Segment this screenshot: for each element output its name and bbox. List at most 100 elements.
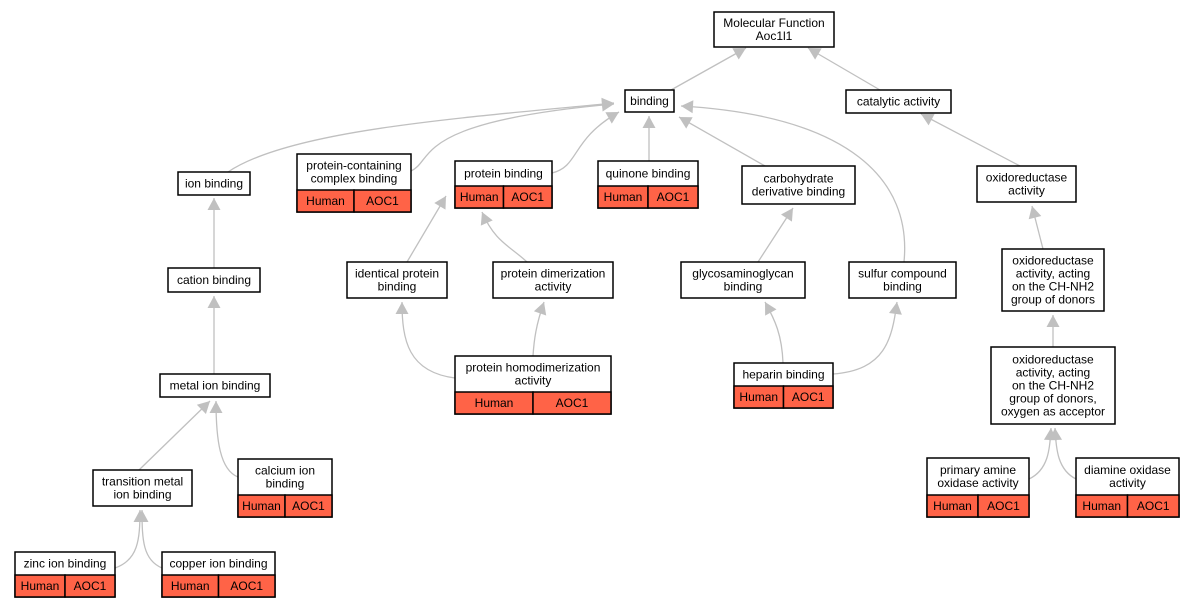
species-label: Human bbox=[460, 190, 499, 204]
term-label-line: complex binding bbox=[311, 172, 398, 186]
term-label-line: binding bbox=[630, 94, 669, 108]
term-box bbox=[492, 261, 614, 299]
term-box bbox=[1001, 248, 1105, 312]
go-term-ion[interactable]: ion binding bbox=[177, 171, 251, 196]
arrowhead-icon bbox=[1046, 315, 1060, 327]
go-term-metal[interactable]: metal ion binding bbox=[159, 373, 271, 398]
term-label-line: protein homodimerization bbox=[466, 361, 601, 375]
edge-line bbox=[807, 47, 881, 91]
term-box bbox=[845, 89, 952, 114]
edge-line bbox=[551, 111, 620, 174]
edge-copper-to-transition bbox=[135, 509, 163, 569]
edge-metal-to-cation bbox=[207, 296, 221, 374]
go-term-cation[interactable]: cation binding bbox=[167, 267, 261, 293]
arrowhead-icon bbox=[135, 510, 149, 522]
term-label-line: derivative binding bbox=[752, 185, 845, 199]
term-label-line: activity bbox=[515, 374, 552, 388]
term-box bbox=[990, 346, 1116, 425]
edge-carb-to-binding bbox=[678, 116, 766, 167]
edge-oxnh2-to-oxred bbox=[1028, 205, 1044, 250]
arrowhead-icon bbox=[605, 112, 619, 124]
edge-gag-to-carb bbox=[757, 207, 794, 263]
term-label-line: copper ion binding bbox=[169, 557, 267, 571]
term-label-line: binding bbox=[883, 280, 922, 294]
term-label-line: oxidoreductase bbox=[1012, 353, 1094, 367]
edge-oxred-to-catalytic bbox=[920, 113, 1021, 167]
go-term-catalytic[interactable]: catalytic activity bbox=[845, 89, 952, 114]
term-label-line: binding bbox=[378, 280, 417, 294]
term-label-line: catalytic activity bbox=[857, 95, 940, 109]
arrowhead-icon bbox=[781, 208, 793, 222]
arrowhead-icon bbox=[480, 212, 493, 226]
term-label-line: protein dimerization bbox=[501, 267, 606, 281]
term-box bbox=[159, 373, 271, 398]
gene-label: AOC1 bbox=[292, 499, 325, 513]
arrowhead-icon bbox=[533, 302, 547, 316]
gene-cell bbox=[977, 494, 1030, 518]
term-label-line: group of donors, bbox=[1009, 392, 1096, 406]
gene-cell bbox=[502, 185, 553, 209]
edge-protein-to-binding bbox=[551, 111, 620, 174]
term-box bbox=[713, 11, 835, 48]
arrowhead-icon bbox=[1028, 206, 1042, 220]
edge-sulfur-to-binding bbox=[680, 100, 906, 263]
term-box bbox=[346, 261, 448, 299]
gene-cell bbox=[284, 494, 333, 518]
term-label-line: Aoc1l1 bbox=[756, 29, 793, 43]
term-box bbox=[680, 261, 806, 299]
arrowhead-icon bbox=[808, 48, 822, 60]
term-label-line: oxidase activity bbox=[937, 476, 1018, 490]
species-label: Human bbox=[739, 390, 778, 404]
term-label-line: activity, acting bbox=[1016, 267, 1090, 281]
term-box bbox=[177, 171, 251, 196]
species-label: Human bbox=[21, 579, 60, 593]
term-label-line: sulfur compound bbox=[858, 267, 947, 281]
go-term-binding[interactable]: binding bbox=[624, 89, 675, 113]
term-label-line: ion binding bbox=[185, 177, 243, 191]
edge-identical-to-protein bbox=[406, 195, 447, 263]
term-label-line: on the CH-NH2 bbox=[1012, 379, 1094, 393]
edge-line bbox=[670, 47, 747, 91]
arrowhead-icon bbox=[921, 113, 935, 126]
gene-cell bbox=[1126, 494, 1180, 518]
term-label-line: metal ion binding bbox=[170, 379, 261, 393]
edge-pcb-to-binding bbox=[410, 98, 615, 172]
term-label-line: zinc ion binding bbox=[24, 557, 107, 571]
species-label: Human bbox=[604, 190, 643, 204]
arrowhead-icon bbox=[681, 100, 694, 114]
edge-quinone-to-binding bbox=[642, 116, 656, 161]
term-label-line: heparin binding bbox=[742, 368, 824, 382]
edge-cation-to-ion bbox=[207, 198, 221, 268]
term-box bbox=[848, 261, 957, 299]
edge-oxo2-to-oxnh2 bbox=[1046, 315, 1060, 347]
arrowhead-icon bbox=[679, 117, 693, 129]
edge-line bbox=[832, 301, 898, 375]
term-label-line: primary amine bbox=[940, 463, 1016, 477]
edge-catalytic-to-mf bbox=[807, 47, 881, 91]
edge-calcium-to-metal bbox=[209, 400, 239, 478]
species-label: Human bbox=[933, 499, 972, 513]
gene-cell bbox=[532, 391, 612, 415]
